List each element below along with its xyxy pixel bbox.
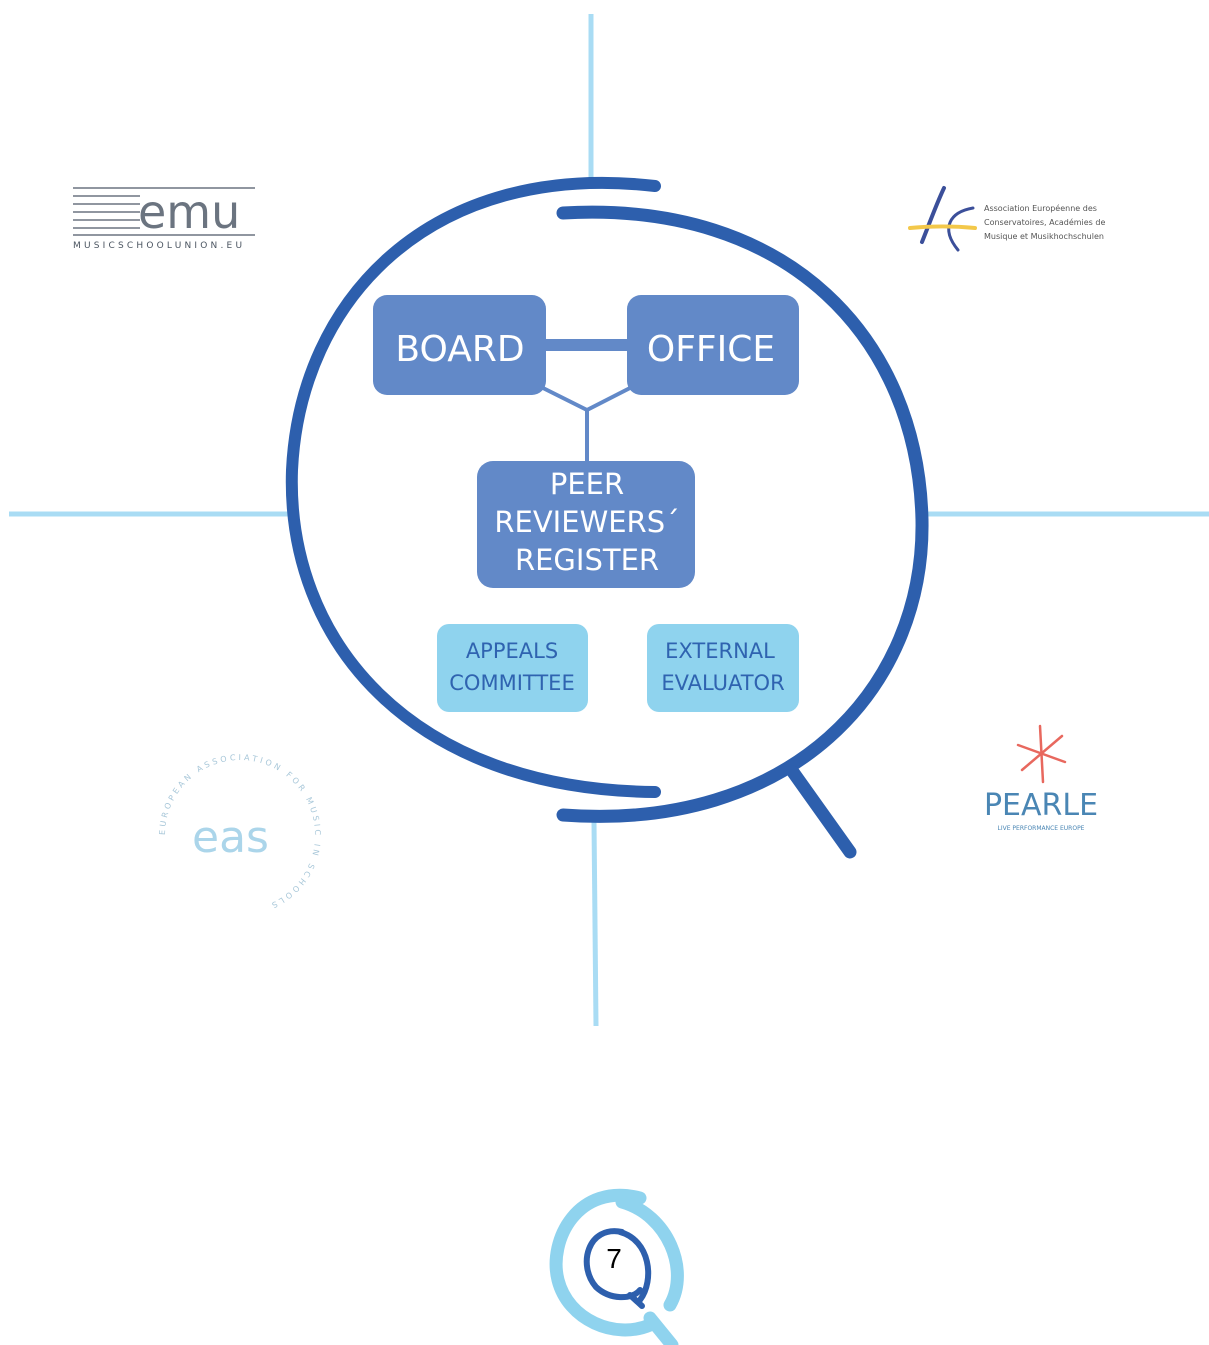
register-box: PEER REVIEWERS´ REGISTER [477,461,695,588]
page-number: 7 [606,1243,622,1274]
appeals-label-line-1: APPEALS [466,639,558,663]
footer-q-logo-icon [549,1188,684,1345]
office-label: OFFICE [647,329,775,370]
aec-line-3: Musique et Musikhochschulen [984,232,1104,241]
aec-mark-icon [920,186,946,244]
magnifier-handle [786,765,857,859]
appeals-box: APPEALS COMMITTEE [437,624,588,712]
external-label-line-2: EVALUATOR [661,671,784,695]
pearle-logo: PEARLE LIVE PERFORMANCE EUROPE [984,724,1098,832]
appeals-box-rect [437,624,588,712]
pearle-star-icon [1016,724,1067,784]
external-label-line-1: EXTERNAL [665,639,775,663]
board-register-connector-left [542,386,588,412]
pearle-name: PEARLE [984,788,1098,823]
emu-wordmark: emu [138,185,240,239]
external-box-rect [647,624,799,712]
board-box-rect [373,295,546,395]
ring-outer-arc [285,176,661,798]
register-label-line-2: REVIEWERS´ [494,505,679,539]
eas-mark: eas [192,812,269,863]
emu-logo: emu MUSICSCHOOLUNION.EU [73,185,255,251]
appeals-label-line-2: COMMITTEE [449,671,574,695]
board-box: BOARD [373,295,546,395]
aec-logo: Association Européenne des Conservatoire… [908,186,1105,252]
emu-staff-lines [73,187,255,236]
office-box-rect [627,295,799,395]
external-box: EXTERNAL EVALUATOR [647,624,799,712]
office-register-connector-right [586,386,631,412]
register-label-line-3: REGISTER [515,543,659,577]
office-box: OFFICE [627,295,799,395]
pearle-tagline: LIVE PERFORMANCE EUROPE [998,825,1085,832]
emu-tagline: MUSICSCHOOLUNION.EU [73,241,245,251]
register-box-rect [477,461,695,588]
eas-logo: EUROPEAN ASSOCIATION FOR MUSIC IN SCHOOL… [158,753,319,911]
board-label: BOARD [395,329,524,370]
aec-line-2: Conservatoires, Académies de [984,217,1105,227]
connectors [542,339,631,462]
register-label-line-1: PEER [550,467,624,501]
magnifier-ring [285,176,929,859]
divider-bottom [591,821,599,1027]
ring-inner-arc [556,205,929,823]
aec-line-1: Association Européenne des [984,203,1097,213]
quadrant-lines [9,14,1209,1027]
